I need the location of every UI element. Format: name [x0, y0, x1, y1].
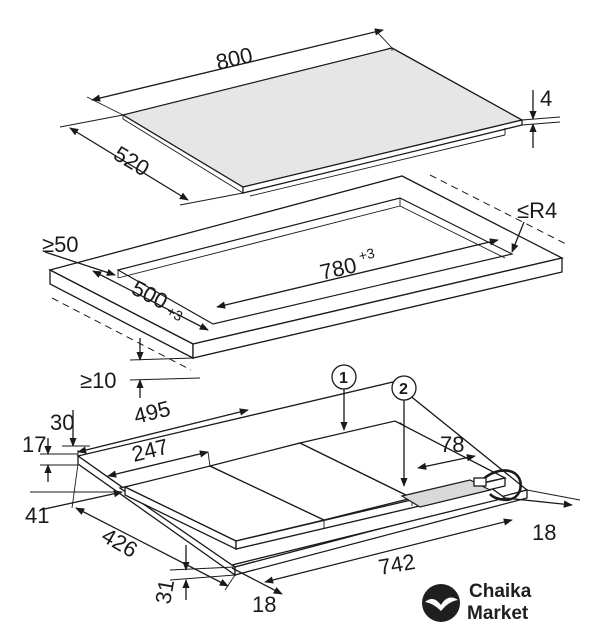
callout-1: 1 [331, 364, 357, 431]
dim-800: 800 [214, 42, 255, 75]
seagull-icon [422, 584, 460, 622]
dim-41: 41 [25, 503, 49, 528]
callout-1-label: 1 [339, 370, 348, 387]
dim-4: 4 [540, 86, 552, 111]
dim-18-right: 18 [532, 520, 556, 545]
dimension-17: 17 [22, 432, 78, 482]
dim-radius: ≤R4 [517, 198, 557, 223]
dimension-min-50: ≥50 [42, 232, 116, 276]
dim-426: 426 [98, 523, 142, 563]
dimension-31: 31 [150, 545, 236, 606]
dimension-41: 41 [25, 490, 123, 528]
dimension-min-10: ≥10 [80, 338, 201, 398]
dim-18-bottom: 18 [252, 592, 276, 617]
dim-min-10: ≥10 [80, 368, 117, 393]
hob-glass-top [121, 47, 524, 197]
logo-line-2: Market [467, 603, 529, 624]
dimension-500: 500 +3 [92, 270, 209, 331]
dim-min-50: ≥50 [42, 232, 79, 257]
logo-line-1: Chaika [469, 581, 532, 602]
dimension-30: 30 [50, 410, 90, 447]
dim-31: 31 [150, 577, 179, 605]
dimension-18-bottom: 18 [231, 567, 283, 617]
dimension-78: 78 [417, 432, 476, 470]
dim-742: 742 [377, 549, 418, 580]
dim-500: 500 +3 [127, 275, 190, 324]
chaika-market-logo: Chaika Market [422, 581, 532, 624]
dim-495: 495 [131, 396, 173, 429]
dimension-4: 4 [521, 86, 561, 148]
dim-30: 30 [50, 410, 74, 435]
dimension-radius: ≤R4 [511, 198, 557, 253]
dimension-495: 495 [77, 396, 249, 456]
worktop-cutout [48, 174, 569, 371]
dim-78: 78 [440, 432, 464, 457]
dimension-18-right: 18 [504, 489, 581, 545]
callout-2-label: 2 [399, 381, 408, 398]
dim-17: 17 [22, 432, 46, 457]
callout-2: 2 [391, 375, 417, 487]
